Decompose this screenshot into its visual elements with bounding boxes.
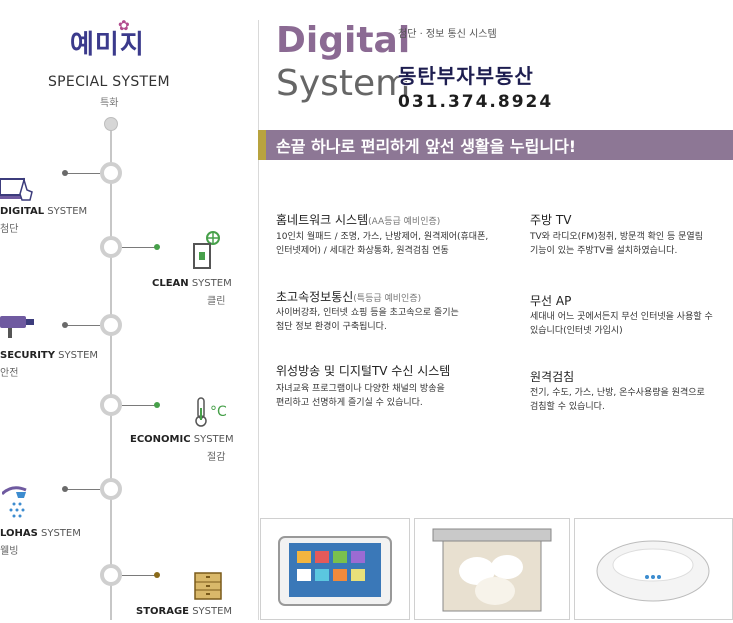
svg-text:°C: °C bbox=[210, 404, 227, 420]
connector-dot bbox=[62, 322, 68, 328]
connector-line bbox=[66, 173, 100, 174]
connector-line bbox=[66, 489, 100, 490]
banner-accent bbox=[258, 130, 266, 160]
special-system-subtitle: 특화 bbox=[100, 98, 119, 109]
connector-dot bbox=[62, 486, 68, 492]
item-sub-lohas: 웰빙 bbox=[0, 546, 19, 557]
feature-kitchen-tv-title: 주방 TV bbox=[530, 213, 572, 227]
item-sub-economic: 절감 bbox=[207, 452, 226, 463]
connector-line bbox=[122, 405, 156, 406]
shower-icon bbox=[0, 484, 32, 528]
timeline-start-dot bbox=[104, 117, 118, 131]
feature-home-network-body: 10인치 월패드 / 조명, 가스, 난방제어, 원격제어(휴대폰,인터넷제어)… bbox=[276, 232, 489, 256]
feature-wireless-ap-title: 무선 AP bbox=[530, 294, 572, 308]
connector-dot bbox=[62, 170, 68, 176]
item-sub-digital: 첨단 bbox=[0, 224, 19, 235]
connector-line bbox=[122, 247, 156, 248]
item-label-economic: ECONOMIC SYSTEM bbox=[130, 434, 234, 445]
special-system-panel: 예미지 ✿ SPECIAL SYSTEM 특화 DIGITAL SYSTEM 첨… bbox=[0, 0, 258, 620]
feature-home-network-title: 홈네트워크 시스템(AA등급 예비인증) bbox=[276, 213, 441, 227]
banner bbox=[258, 130, 733, 160]
connector-dot bbox=[154, 244, 160, 250]
banner-text: 손끝 하나로 편리하게 앞선 생활을 누립니다! bbox=[276, 137, 577, 156]
connector-dot bbox=[154, 402, 160, 408]
feature-remote-meter-title: 원격검침 bbox=[530, 370, 575, 384]
timeline-node bbox=[100, 236, 122, 258]
kitchen-tv-image bbox=[414, 518, 570, 620]
connector-line bbox=[122, 575, 156, 576]
item-sub-clean: 클린 bbox=[207, 296, 226, 307]
item-label-security: SECURITY SYSTEM bbox=[0, 350, 99, 361]
timeline-node bbox=[100, 478, 122, 500]
timeline-node bbox=[100, 394, 122, 416]
connector-dot bbox=[154, 572, 160, 578]
item-label-clean: CLEAN SYSTEM bbox=[152, 278, 232, 289]
overlay-realtor-name: 동탄부자부동산 bbox=[398, 64, 534, 88]
feature-high-speed-title: 초고속정보통신(특등급 예비인증) bbox=[276, 290, 422, 304]
special-system-title: SPECIAL SYSTEM bbox=[48, 74, 170, 90]
cctv-camera-icon bbox=[0, 312, 36, 344]
feature-satellite-title: 위성방송 및 디지털TV 수신 시스템 bbox=[276, 364, 451, 378]
timeline-node bbox=[100, 564, 122, 586]
flower-icon: ✿ bbox=[118, 18, 130, 34]
timeline-node bbox=[100, 162, 122, 184]
tagline: 첨단 · 정보 통신 시스템 bbox=[398, 29, 497, 40]
fan-switch-icon bbox=[192, 230, 222, 274]
connector-line bbox=[66, 325, 100, 326]
panel-divider bbox=[258, 20, 259, 620]
monitor-hand-icon bbox=[0, 176, 34, 206]
timeline-node bbox=[100, 314, 122, 336]
system-title: System bbox=[276, 63, 411, 104]
item-sub-security: 안전 bbox=[0, 368, 19, 379]
item-label-storage: STORAGE SYSTEM bbox=[136, 606, 233, 617]
overlay-phone: 031.374.8924 bbox=[398, 92, 554, 112]
timeline-spine bbox=[110, 128, 112, 620]
digital-title: Digital bbox=[276, 20, 411, 61]
brand-logo: 예미지 bbox=[70, 30, 145, 60]
thermometer-icon: °C bbox=[194, 396, 228, 432]
cabinet-icon bbox=[194, 572, 222, 606]
item-label-lohas: LOHAS SYSTEM bbox=[0, 528, 81, 539]
wallpad-image bbox=[260, 518, 410, 620]
wireless-ap-image bbox=[574, 518, 733, 620]
item-label-digital: DIGITAL SYSTEM bbox=[0, 206, 88, 217]
